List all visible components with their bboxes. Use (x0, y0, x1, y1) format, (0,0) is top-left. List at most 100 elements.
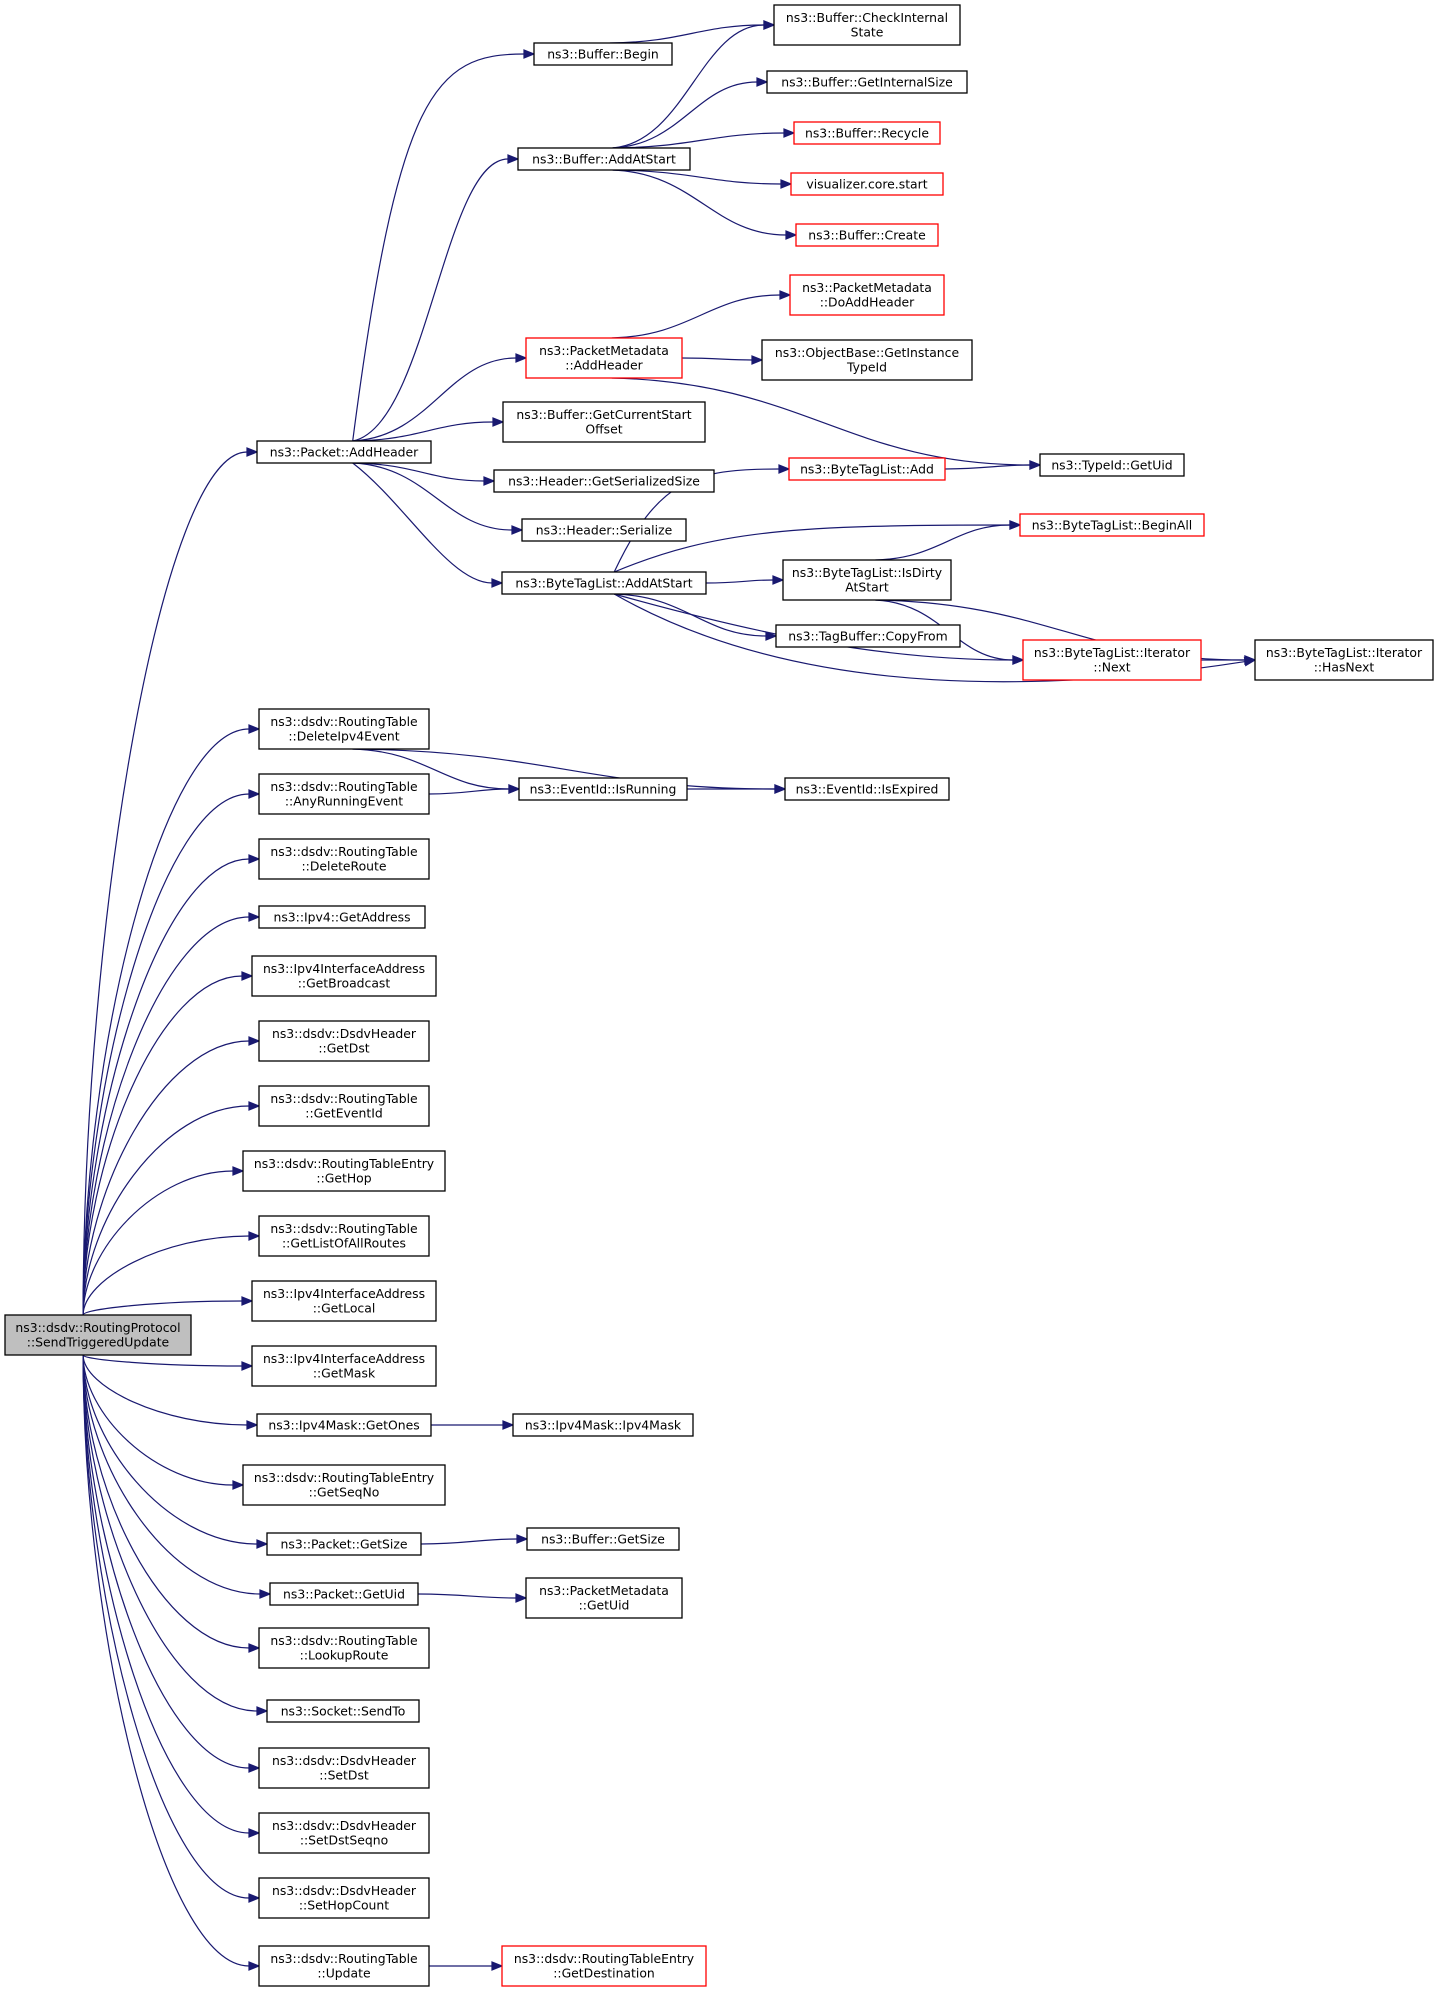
node-mask-ctor[interactable]: ns3::Ipv4Mask::Ipv4Mask (512, 1413, 694, 1437)
arrowhead (785, 230, 798, 240)
node-box (258, 1812, 430, 1854)
node-dh-setdst[interactable]: ns3::dsdv::DsdvHeader::SetDst (258, 1747, 430, 1789)
node-box (1019, 513, 1205, 537)
node-iia-getlocal[interactable]: ns3::Ipv4InterfaceAddress::GetLocal (251, 1280, 437, 1322)
node-pkt-addheader[interactable]: ns3::Packet::AddHeader (256, 440, 432, 464)
node-iia-getbroadcast[interactable]: ns3::Ipv4InterfaceAddress::GetBroadcast (251, 955, 437, 997)
node-buf-begin[interactable]: ns3::Buffer::Begin (533, 42, 673, 66)
arrowhead (248, 1828, 261, 1838)
node-rt-geteventid[interactable]: ns3::dsdv::RoutingTable::GetEventId (258, 1085, 430, 1127)
node-box (258, 838, 430, 880)
node-ev-isexpired[interactable]: ns3::EventId::IsExpired (784, 777, 950, 801)
arrowhead (515, 353, 528, 363)
edge-line (82, 1040, 250, 1316)
edge-buf-addatstart-to-buf-create (612, 169, 798, 240)
edge-line (82, 1105, 250, 1316)
node-rt-update[interactable]: ns3::dsdv::RoutingTable::Update (258, 1945, 430, 1987)
arrowhead (778, 464, 791, 474)
arrowhead (507, 154, 520, 164)
node-hdr-getserializedsize[interactable]: ns3::Header::GetSerializedSize (493, 469, 715, 493)
node-buf-getinternalsize[interactable]: ns3::Buffer::GetInternalSize (766, 70, 968, 94)
node-pkt-getuid[interactable]: ns3::Packet::GetUid (269, 1582, 419, 1606)
node-dh-sethopcount[interactable]: ns3::dsdv::DsdvHeader::SetHopCount (258, 1877, 430, 1919)
node-tagbuf-copyfrom[interactable]: ns3::TagBuffer::CopyFrom (775, 624, 961, 648)
node-box (790, 172, 944, 196)
node-sock-sendto[interactable]: ns3::Socket::SendTo (266, 1699, 420, 1723)
node-ev-isrunning[interactable]: ns3::EventId::IsRunning (518, 777, 688, 801)
edge-root-to-dh-setdstseqno (82, 1354, 261, 1838)
node-dh-getdst[interactable]: ns3::dsdv::DsdvHeader::GetDst (258, 1020, 430, 1062)
arrowhead (248, 854, 261, 864)
node-typeid-getuid[interactable]: ns3::TypeId::GetUid (1039, 453, 1185, 477)
arrowhead (248, 1643, 261, 1653)
edge-root-to-dh-setdst (82, 1354, 261, 1773)
node-hdr-serialize[interactable]: ns3::Header::Serialize (521, 518, 687, 542)
node-box (251, 1280, 437, 1322)
edge-rt-update-to-rte-getdestination (429, 1961, 504, 1971)
node-buf-getsize[interactable]: ns3::Buffer::GetSize (526, 1527, 680, 1551)
node-btl-it-next[interactable]: ns3::ByteTagList::Iterator::Next (1022, 639, 1202, 681)
edge-line (82, 858, 250, 1316)
node-rt-anyrunningevent[interactable]: ns3::dsdv::RoutingTable::AnyRunningEvent (258, 773, 430, 815)
node-label: ::GetDst (318, 1041, 369, 1056)
node-pm-getuid[interactable]: ns3::PacketMetadata::GetUid (525, 1577, 683, 1619)
node-rte-getseqno[interactable]: ns3::dsdv::RoutingTableEntry::GetSeqNo (242, 1464, 446, 1506)
edge-line (352, 462, 513, 531)
node-box (789, 274, 945, 316)
node-box (766, 70, 968, 94)
edge-btl-addatstart-to-btl-isdirtyatstart (705, 575, 785, 585)
node-box (501, 571, 707, 595)
edge-root-to-iia-getmask (82, 1354, 254, 1371)
edge-line (612, 169, 782, 185)
node-box (258, 1085, 430, 1127)
node-buf-create[interactable]: ns3::Buffer::Create (795, 223, 939, 247)
node-pkt-getsize[interactable]: ns3::Packet::GetSize (266, 1532, 422, 1556)
node-buf-recycle[interactable]: ns3::Buffer::Recycle (793, 121, 941, 145)
node-mask-getones[interactable]: ns3::Ipv4Mask::GetOnes (256, 1413, 432, 1437)
edge-line (82, 1354, 258, 1545)
arrowhead (780, 179, 793, 189)
node-label: ns3::Buffer::Create (808, 227, 925, 242)
node-rt-lookuproute[interactable]: ns3::dsdv::RoutingTable::LookupRoute (258, 1627, 430, 1669)
node-pm-doaddheader[interactable]: ns3::PacketMetadata::DoAddHeader (789, 274, 945, 316)
node-btl-addatstart[interactable]: ns3::ByteTagList::AddAtStart (501, 571, 707, 595)
edge-line (609, 24, 765, 44)
edge-root-to-rt-anyrunningevent (82, 789, 261, 1316)
node-rte-getdestination[interactable]: ns3::dsdv::RoutingTableEntry::GetDestina… (501, 1945, 707, 1987)
node-btl-beginall[interactable]: ns3::ByteTagList::BeginAll (1019, 513, 1205, 537)
node-dh-setdstseqno[interactable]: ns3::dsdv::DsdvHeader::SetDstSeqno (258, 1812, 430, 1854)
node-rt-deleteroute[interactable]: ns3::dsdv::RoutingTable::DeleteRoute (258, 838, 430, 880)
node-box (258, 1020, 430, 1062)
edge-root-to-pkt-getsize (82, 1354, 269, 1549)
node-rte-gethop[interactable]: ns3::dsdv::RoutingTableEntry::GetHop (242, 1150, 446, 1192)
node-pm-addheader[interactable]: ns3::PacketMetadata::AddHeader (525, 337, 683, 379)
node-iia-getmask[interactable]: ns3::Ipv4InterfaceAddress::GetMask (251, 1345, 437, 1387)
node-label: ns3::dsdv::RoutingTable (270, 1633, 417, 1648)
node-buf-addatstart[interactable]: ns3::Buffer::AddAtStart (517, 147, 691, 171)
node-label: AtStart (845, 580, 889, 595)
node-label: ns3::dsdv::DsdvHeader (272, 1753, 417, 1768)
edge-line (82, 916, 250, 1316)
node-box (761, 339, 973, 381)
node-label: TypeId (846, 360, 887, 375)
node-rt-deleteipv4event[interactable]: ns3::dsdv::RoutingTable::DeleteIpv4Event (258, 708, 430, 750)
node-box (266, 1699, 420, 1723)
node-btl-it-hasnext[interactable]: ns3::ByteTagList::Iterator::HasNext (1254, 639, 1434, 681)
node-rt-getlistofallroutes[interactable]: ns3::dsdv::RoutingTable::GetListOfAllRou… (258, 1215, 430, 1257)
node-label: ns3::dsdv::RoutingProtocol (15, 1320, 180, 1335)
node-ipv4-getaddress[interactable]: ns3::Ipv4::GetAddress (258, 905, 426, 929)
node-box (793, 121, 941, 145)
arrowhead (248, 1893, 261, 1903)
node-btl-add[interactable]: ns3::ByteTagList::Add (788, 457, 946, 481)
arrowhead (248, 1763, 261, 1773)
node-label: ns3::Header::Serialize (536, 522, 672, 537)
arrowhead (491, 1961, 504, 1971)
node-vis-start[interactable]: visualizer.core.start (790, 172, 944, 196)
node-label: ns3::Ipv4InterfaceAddress (263, 961, 425, 976)
node-box (258, 1945, 430, 1987)
node-root[interactable]: ns3::dsdv::RoutingProtocol::SendTriggere… (4, 1314, 192, 1356)
